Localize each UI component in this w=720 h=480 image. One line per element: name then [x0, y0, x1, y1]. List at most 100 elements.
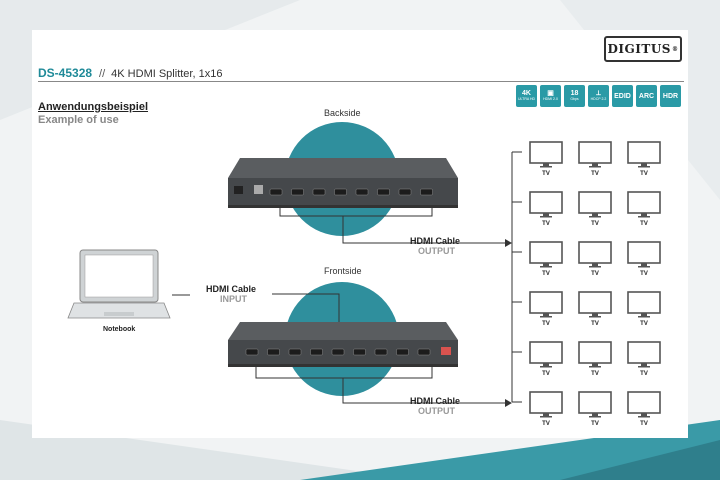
hdmi-port [267, 348, 280, 356]
splitter-backside [228, 158, 458, 208]
power-switch [234, 186, 243, 194]
cable-output-top-dir: OUTPUT [418, 246, 455, 256]
hdmi-port [312, 188, 326, 196]
tv-label: TV [591, 321, 599, 327]
cable-output-bottom-name: HDMI Cable [410, 396, 461, 406]
hdcp-icon: ⟂HDCP 2.2 [588, 85, 609, 107]
edid-icon: EDID [612, 85, 633, 107]
output-arrow-top [505, 239, 512, 247]
tv-icon: TV [529, 391, 563, 427]
tv-label: TV [591, 271, 599, 277]
backside-label: Backside [324, 108, 361, 118]
tv-icon: TV [529, 191, 563, 227]
tv-grid: TV TV TV TV TV TV TV TV TV TV TV TV TV TV TV TV TV TV [529, 141, 661, 427]
tv-label: TV [542, 321, 550, 327]
tv-label: TV [640, 271, 648, 277]
tv-icon: TV [627, 341, 661, 377]
tv-icon: TV [627, 241, 661, 277]
model-number: DS-45328 [38, 66, 93, 80]
notebook-icon [67, 249, 171, 319]
tv-icon: TV [627, 191, 661, 227]
example-heading-de: Anwendungsbeispiel [38, 101, 149, 113]
badge-sub-text: HDMI 2.0 [543, 97, 558, 102]
arc-icon: ARC [636, 85, 657, 107]
badge-sub-text: Gbps [570, 97, 579, 102]
example-heading-en: Example of use [38, 114, 119, 126]
badge-main-text: 18 [570, 90, 579, 98]
tv-label: TV [591, 171, 599, 177]
tv-icon: TV [529, 241, 563, 277]
badge-main-text: HDR [662, 92, 679, 100]
hdmi-port [245, 348, 259, 356]
dip-switch [441, 347, 451, 355]
output-arrow-bottom [505, 399, 512, 407]
hdmi-port [396, 348, 409, 356]
hdmi-port-icon: ▣HDMI 2.0 [540, 85, 561, 107]
badge-sub-text: HDCP 2.2 [590, 97, 607, 102]
tv-label: TV [591, 371, 599, 377]
tv-icon: TV [578, 291, 612, 327]
cable-input-name: HDMI Cable [206, 284, 257, 294]
tv-label: TV [542, 421, 550, 427]
hdmi-port [355, 188, 369, 196]
tv-icon: TV [578, 391, 612, 427]
hdmi-port [417, 348, 431, 356]
tv-label: TV [542, 271, 550, 277]
cable-output-top: HDMI Cable OUTPUT [410, 236, 460, 256]
tv-label: TV [640, 171, 648, 177]
title-separator: // [99, 68, 106, 80]
cable-output-top-name: HDMI Cable [410, 236, 461, 246]
page-title: DS-45328 // 4K HDMI Splitter, 1x16 [38, 66, 222, 80]
tv-icon: TV [578, 141, 612, 177]
hdmi-port [420, 188, 433, 196]
hdr-icon: HDR [660, 85, 681, 107]
badge-main-text: ▣ [547, 90, 554, 98]
badge-main-text: ARC [638, 92, 655, 100]
badge-main-text: ⟂ [596, 90, 601, 98]
tv-label: TV [542, 171, 550, 177]
frontside-output-bracket [255, 366, 505, 404]
tv-label: TV [640, 321, 648, 327]
tv-label: TV [640, 371, 648, 377]
notebook-label: Notebook [103, 326, 136, 333]
tv-icon: TV [529, 341, 563, 377]
badge-main-text: EDID [614, 92, 631, 100]
frontside-label: Frontside [324, 266, 362, 276]
tv-label: TV [640, 221, 648, 227]
badge-main-text: 4K [522, 90, 531, 98]
hdmi-port [291, 188, 304, 196]
power-jack [254, 185, 263, 194]
tv-label: TV [591, 221, 599, 227]
cable-input-dir: INPUT [220, 294, 247, 304]
tv-icon: TV [578, 191, 612, 227]
hdmi-port [310, 348, 323, 356]
tv-icon: TV [529, 291, 563, 327]
hdmi-port [353, 348, 366, 356]
cable-input: HDMI Cable INPUT [206, 284, 256, 304]
tv-label: TV [542, 371, 550, 377]
tv-icon: TV [627, 391, 661, 427]
cable-output-bottom: HDMI Cable OUTPUT [410, 396, 460, 416]
product-name: 4K HDMI Splitter, 1x16 [111, 68, 223, 80]
tv-icon: TV [627, 141, 661, 177]
hdmi-port [288, 348, 302, 356]
brand-logo: DIGITUS® [604, 36, 682, 62]
tv-icon: TV [578, 341, 612, 377]
hdmi-port [398, 188, 412, 196]
hdmi-port [334, 188, 347, 196]
tv-label: TV [640, 421, 648, 427]
title-divider [38, 81, 684, 82]
hdmi-port [331, 348, 345, 356]
tv-icon: TV [627, 291, 661, 327]
tv-icon: TV [529, 141, 563, 177]
tv-icon: TV [578, 241, 612, 277]
hdmi-port [269, 188, 283, 196]
hdmi-port [374, 348, 388, 356]
badge-sub-text: ULTRA HD [517, 97, 536, 102]
tv-distribution-bracket [511, 151, 522, 403]
splitter-frontside [228, 322, 458, 367]
